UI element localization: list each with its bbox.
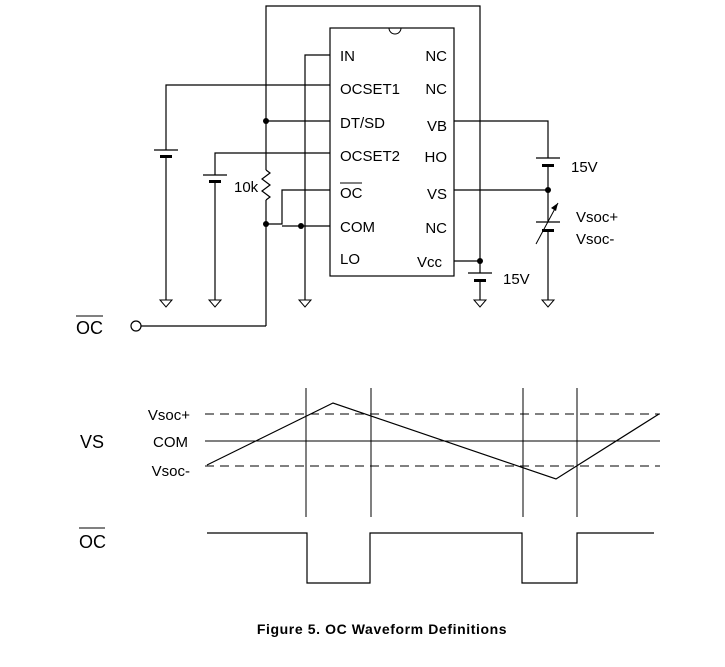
wire-in bbox=[304, 54, 330, 300]
level-vsoc-plus-label: Vsoc+ bbox=[148, 407, 190, 424]
circuit-schematic: IN OCSET1 DT/SD OCSET2 OC COM LO NC NC V… bbox=[76, 5, 618, 338]
ground-2 bbox=[207, 299, 223, 308]
ic-notch bbox=[388, 27, 402, 35]
level-com-label: COM bbox=[153, 434, 188, 451]
pin-nc2-label: NC bbox=[425, 81, 447, 98]
vsoc-source-short bbox=[542, 229, 554, 232]
oc-signal-label: OC bbox=[79, 532, 106, 552]
junction-vs bbox=[545, 187, 551, 193]
pin-nc3-label: NC bbox=[425, 220, 447, 237]
vcc-supply-label: 15V bbox=[503, 271, 530, 288]
pin-oc-label: OC bbox=[340, 185, 363, 202]
pin-nc1-label: NC bbox=[425, 48, 447, 65]
battery-ocset1-short bbox=[160, 155, 172, 158]
level-vsoc-minus-label: Vsoc- bbox=[152, 463, 190, 480]
pin-ocset1-label: OCSET1 bbox=[340, 81, 400, 98]
pin-vcc-label: Vcc bbox=[417, 254, 443, 271]
ground-1 bbox=[158, 299, 174, 308]
pin-lo-label: LO bbox=[340, 251, 360, 268]
ground-4 bbox=[472, 299, 488, 308]
wire-vb bbox=[454, 120, 549, 158]
vb-supply-label: 15V bbox=[571, 159, 598, 176]
oc-waveform bbox=[207, 532, 654, 584]
figure-caption: Figure 5. OC Waveform Definitions bbox=[257, 621, 507, 637]
resistor-label: 10k bbox=[234, 179, 259, 196]
wire-top-loop bbox=[265, 5, 481, 261]
pin-dtsd-label: DT/SD bbox=[340, 115, 385, 132]
vsoc-minus-label: Vsoc- bbox=[576, 231, 614, 248]
vsoc-plus-label: Vsoc+ bbox=[576, 209, 618, 226]
pin-vs-label: VS bbox=[427, 186, 447, 203]
oc-terminal bbox=[130, 320, 142, 332]
pin-ho-label: HO bbox=[425, 149, 448, 166]
battery-vb-short bbox=[542, 164, 554, 167]
ic-body bbox=[329, 27, 455, 277]
battery-vcc-short bbox=[474, 279, 486, 282]
vs-signal-label: VS bbox=[80, 432, 104, 452]
ground-5 bbox=[540, 299, 556, 308]
waveform-diagram: Vsoc+ COM Vsoc- VS OC bbox=[79, 388, 660, 584]
resistor-10k bbox=[261, 169, 271, 201]
wire-ocset1 bbox=[165, 84, 330, 150]
wire-oc-pin bbox=[266, 189, 330, 225]
pin-vb-label: VB bbox=[427, 118, 447, 135]
pin-ocset2-label: OCSET2 bbox=[340, 148, 400, 165]
pin-in-label: IN bbox=[340, 48, 355, 65]
battery-ocset2-short bbox=[209, 180, 221, 183]
oc-terminal-label: OC bbox=[76, 318, 103, 338]
wire-ocset2 bbox=[214, 152, 330, 175]
pin-com-label: COM bbox=[340, 219, 375, 236]
junction-com bbox=[298, 223, 304, 229]
ground-3 bbox=[297, 299, 313, 308]
vs-waveform bbox=[206, 402, 660, 480]
vsoc-arrow-head bbox=[551, 203, 558, 211]
